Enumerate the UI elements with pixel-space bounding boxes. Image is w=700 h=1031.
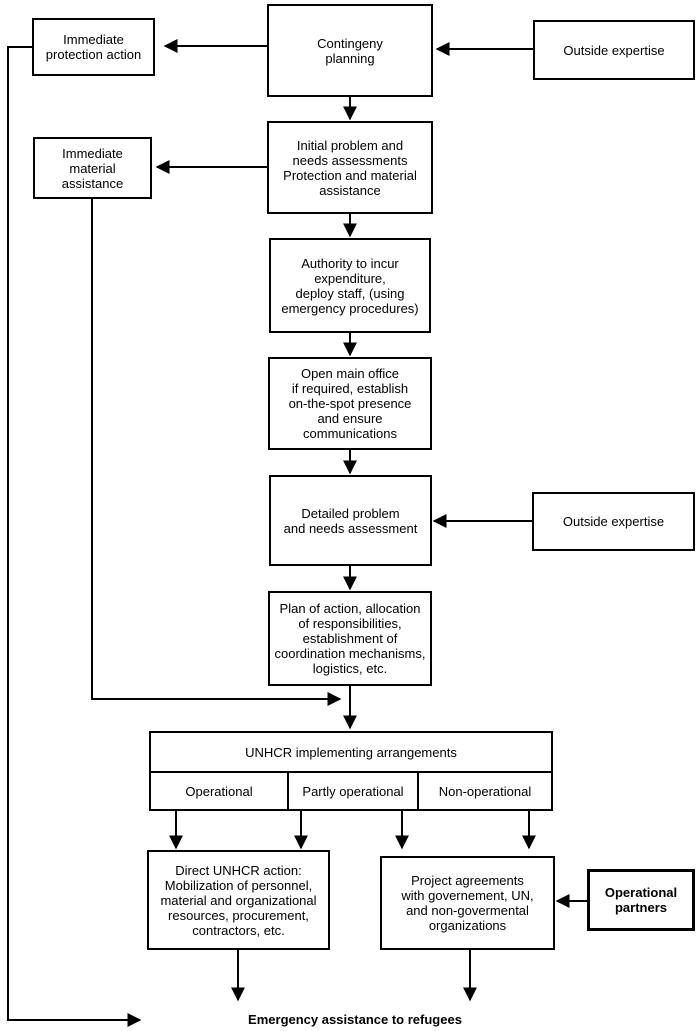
outside-expertise-top-box: Outside expertise xyxy=(533,20,695,80)
arrow-material-to-arrangements xyxy=(91,199,342,706)
outside-expertise-mid-box: Outside expertise xyxy=(532,492,695,551)
project-agreements-box: Project agreements with governement, UN,… xyxy=(380,856,555,950)
project-agreements-label: Project agreements with governement, UN,… xyxy=(401,873,534,933)
outside-expertise-top-label: Outside expertise xyxy=(563,42,665,58)
immediate-protection-box: Immediate protection action xyxy=(32,18,155,76)
partly-operational-cell: Partly operational xyxy=(289,773,419,809)
plan-of-action-box: Plan of action, allocation of responsibi… xyxy=(268,591,432,686)
detailed-assessment-label: Detailed problem and needs assessment xyxy=(283,505,418,536)
direct-action-label: Direct UNHCR action: Mobilization of per… xyxy=(160,862,317,938)
open-office-label: Open main office if required, establish … xyxy=(288,366,412,441)
implementing-arrangements-table: UNHCR implementing arrangements Operatio… xyxy=(149,731,553,811)
detailed-assessment-box: Detailed problem and needs assessment xyxy=(269,475,432,566)
non-operational-cell: Non-operational xyxy=(438,783,532,799)
operational-partners-label: Operational partners xyxy=(604,885,678,915)
operational-partners-box: Operational partners xyxy=(587,869,695,931)
immediate-protection-label: Immediate protection action xyxy=(45,32,142,62)
arrangements-title: UNHCR implementing arrangements xyxy=(151,733,551,773)
authority-label: Authority to incur expenditure, deploy s… xyxy=(281,255,419,316)
operational-cell: Operational xyxy=(151,773,289,809)
plan-of-action-label: Plan of action, allocation of responsibi… xyxy=(274,601,426,676)
open-office-box: Open main office if required, establish … xyxy=(268,357,432,450)
authority-box: Authority to incur expenditure, deploy s… xyxy=(269,238,431,333)
immediate-material-box: Immediate material assistance xyxy=(33,137,152,199)
emergency-assistance-output: Emergency assistance to refugees xyxy=(248,1012,462,1027)
immediate-material-label: Immediate material assistance xyxy=(61,145,124,191)
direct-action-box: Direct UNHCR action: Mobilization of per… xyxy=(147,850,330,950)
arrow-protection-to-output xyxy=(7,46,142,1027)
contingency-planning-label: Contingeny planning xyxy=(317,35,383,66)
initial-assessment-box: Initial problem and needs assessments Pr… xyxy=(267,121,433,214)
initial-assessment-label: Initial problem and needs assessments Pr… xyxy=(283,137,417,198)
outside-expertise-mid-label: Outside expertise xyxy=(562,514,665,529)
contingency-planning-box: Contingeny planning xyxy=(267,4,433,97)
